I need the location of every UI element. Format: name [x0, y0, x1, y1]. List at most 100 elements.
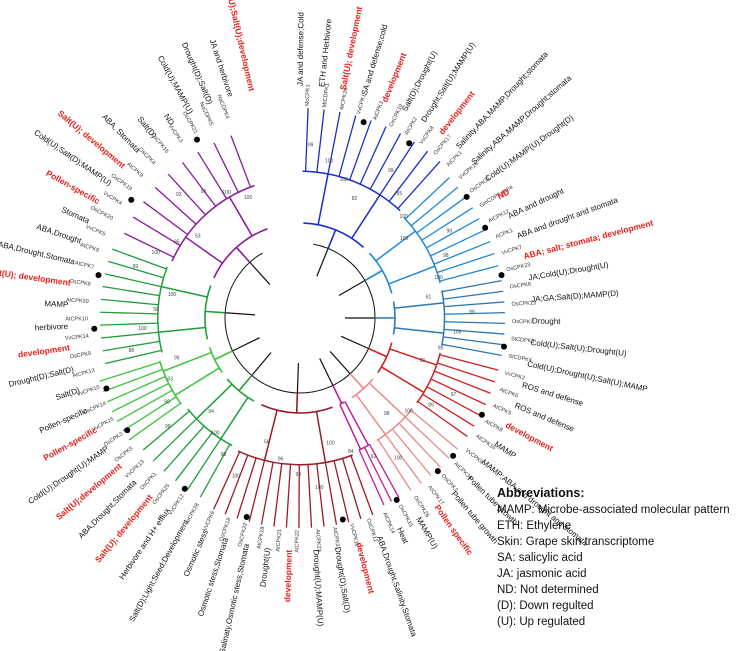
branch-ray [368, 347, 388, 358]
branch-ray [384, 434, 422, 484]
branch-ray [441, 280, 502, 293]
branch-ray [439, 354, 499, 371]
clade-function-label: ROS and defense [521, 380, 585, 408]
clade-function-label: Cold(U);MAMP(U);Drought(D) [484, 113, 576, 183]
bootstrap-value: 61 [426, 295, 432, 301]
branch-ray [199, 443, 231, 498]
highlight-dot [194, 136, 200, 143]
branch-ray [236, 457, 257, 519]
gene-id-label: OsCPK22 [237, 522, 249, 547]
bootstrap-value: 93 [420, 358, 426, 364]
highlight-dot [360, 119, 367, 126]
legend-item: ND: Not determined [497, 584, 599, 596]
branch-ray [377, 439, 412, 491]
branch-arc [354, 181, 401, 212]
gene-id-label: AtCPK12 [488, 209, 511, 225]
branch-ray [158, 326, 206, 333]
branch-arc [377, 342, 393, 373]
branch-arc [339, 401, 345, 405]
branch-ray [263, 409, 278, 461]
gene-id-label: OsCPK20 [89, 205, 113, 222]
branch-ray [358, 449, 385, 506]
branch-ray [122, 396, 177, 432]
branch-ray [99, 361, 161, 382]
highlight-dot [103, 385, 110, 392]
highlight-dot [128, 196, 135, 203]
branch-ray [359, 126, 387, 185]
branch-ray [349, 373, 365, 390]
gene-id-label: AtCPK31 [331, 527, 340, 550]
gene-id-label: AtCPK5 [492, 403, 512, 417]
clade-function-label: Osmotic stess [182, 528, 210, 578]
clade-function-label: Cold(U);Salt(D);MAMP(U) [32, 128, 113, 188]
tree-branches [99, 108, 505, 529]
branch-ray [327, 111, 341, 175]
branch-ray [404, 177, 450, 220]
branch-ray [124, 232, 175, 258]
clade-function-label: Drought [532, 316, 561, 326]
clade-function-label: Salt(D);Light;Seed;Development [128, 518, 191, 624]
branch-ray [426, 386, 481, 417]
branch-ray [324, 462, 338, 525]
branch-ray [422, 393, 475, 427]
branch-ray [181, 161, 217, 207]
bootstrap-value: 94 [208, 409, 214, 415]
branch-ray [349, 120, 372, 181]
clade-function-label: Salt(U); development [338, 5, 365, 90]
bootstrap-value: 100 [435, 275, 444, 281]
branch-ray [295, 392, 299, 413]
branch-ray [339, 403, 362, 450]
branch-ray [443, 336, 504, 346]
branch-ray [317, 173, 329, 225]
bootstrap-value: 100 [400, 236, 409, 242]
bootstrap-value: 95 [438, 346, 444, 352]
gene-id-label: OsCPK23 [506, 262, 531, 273]
branch-ray [368, 382, 406, 418]
branch-arc [157, 266, 168, 310]
gene-id-label: OsCPK21 [181, 111, 198, 135]
gene-id-label: OsCPK17 [433, 134, 453, 157]
bootstrap-value: 100 [399, 214, 408, 220]
clade-function-label: ABA and drought [507, 186, 566, 220]
branch-ray [433, 240, 491, 265]
branch-ray [369, 133, 402, 190]
branch-ray [355, 394, 387, 435]
bootstrap-value: 100 [315, 485, 324, 491]
branch-arc [368, 252, 393, 294]
branch-ray [444, 311, 505, 315]
clade-function-label: JA;GA;Salt(D);MAMP(D) [531, 289, 619, 304]
clade-function-label: development [282, 549, 294, 602]
branch-ray [394, 302, 444, 309]
bootstrap-value: 99 [174, 355, 180, 361]
bootstrap-value: 98 [446, 229, 452, 235]
branch-ray [416, 196, 466, 234]
branch-ray [436, 252, 495, 274]
branch-arc [395, 408, 413, 427]
highlight-dot [91, 325, 98, 332]
gene-id-label: OsCPK6 [509, 281, 531, 290]
branch-ray [444, 301, 505, 308]
gene-id-label: AtCPK18 [256, 526, 266, 549]
branch-arc [441, 290, 446, 319]
clade-function-label: JA;Cold(U);Drought(U) [528, 260, 610, 282]
bootstrap-value: 84 [348, 449, 354, 455]
branch-ray [174, 432, 213, 482]
clade-function-label: Salt(U); development [56, 108, 128, 170]
branch-ray [105, 349, 162, 365]
bootstrap-value: 56 [153, 307, 159, 313]
bootstrap-value: 85 [397, 191, 403, 197]
branch-ray [398, 422, 441, 468]
branch-ray [100, 331, 159, 339]
clade-function-label: Drought(D);Salt(D) [8, 365, 75, 389]
gene-id-label: OsCPK25 [152, 483, 172, 506]
branch-ray [161, 285, 208, 298]
bootstrap-value: 99 [201, 189, 207, 195]
legend-item: (D): Down regulted [497, 600, 594, 612]
branch-ray [341, 458, 362, 520]
legend-title: Abbreviations: [497, 486, 585, 500]
branch-ray [296, 362, 300, 393]
branch-ray [344, 401, 370, 446]
branch-arc [207, 428, 233, 447]
gene-id-label: VvCPK8 [419, 125, 436, 145]
gene-id-label: AtCPK9 [125, 161, 144, 178]
